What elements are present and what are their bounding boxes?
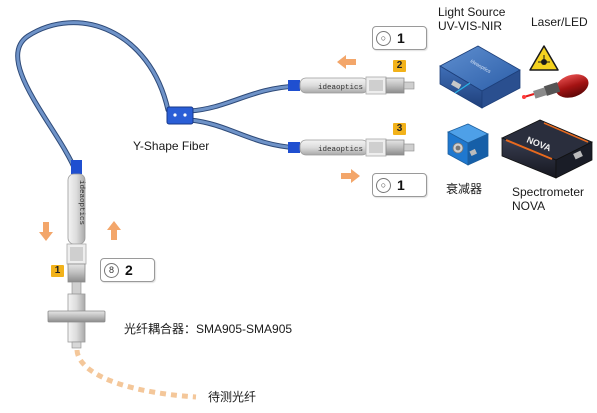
label-coupler: 光纤耦合器：SMA905-SMA905: [124, 322, 293, 336]
label-light-source-range: UV-VIS-NIR: [438, 19, 503, 33]
connector-common-vertical: ideaoptics: [66, 160, 87, 295]
arrow-left-top: [337, 55, 356, 69]
label-y-shape-fiber: Y-Shape Fiber: [133, 139, 210, 153]
light-source-box-icon: ideaoptics: [439, 45, 521, 109]
pill-left: 8 2: [100, 258, 155, 282]
arrow-down-left: [39, 222, 53, 241]
fiber-under-test-dashed: [74, 349, 197, 400]
pill-bottom-number: 1: [397, 177, 405, 193]
y-fiber-cable: [15, 20, 301, 175]
brand-text-top: ideaoptics: [318, 84, 363, 92]
pill-top: ○ 1: [372, 26, 427, 50]
spectrometer-box-icon: NOVA: [501, 119, 593, 179]
fiber-end-circle-icon: ○: [376, 30, 391, 46]
laser-module-icon: [522, 45, 589, 99]
label-spectrometer-model: NOVA: [512, 199, 546, 213]
label-spectrometer: Spectrometer: [512, 185, 585, 199]
pill-top-number: 1: [397, 30, 405, 46]
label-fiber-under-test: 待测光纤: [208, 390, 257, 404]
sma905-coupler-icon: [47, 293, 106, 349]
arrow-right-bottom: [341, 169, 360, 183]
fiber-end-circle-icon: ○: [376, 177, 391, 193]
y-splitter-block: [166, 106, 194, 125]
pill-bottom: ○ 1: [372, 173, 427, 197]
pill-left-number: 2: [125, 262, 133, 278]
badge-coupler: 1: [51, 265, 64, 277]
attenuator-block-icon: [447, 123, 489, 166]
badge-branch-bottom: 3: [393, 123, 406, 135]
connector-branch-bottom: ideaoptics: [288, 138, 415, 157]
bifurcated-end-icon: 8: [104, 262, 119, 278]
connector-branch-top: ideaoptics: [288, 76, 415, 95]
label-light-source: Light Source: [438, 5, 506, 19]
brand-text-vertical: ideaoptics: [77, 180, 85, 225]
brand-text-bottom: ideaoptics: [318, 146, 363, 154]
label-laser-led: Laser/LED: [531, 15, 588, 29]
badge-branch-top: 2: [393, 60, 406, 72]
label-attenuator: 衰减器: [446, 182, 483, 196]
arrow-up-right: [107, 221, 121, 240]
